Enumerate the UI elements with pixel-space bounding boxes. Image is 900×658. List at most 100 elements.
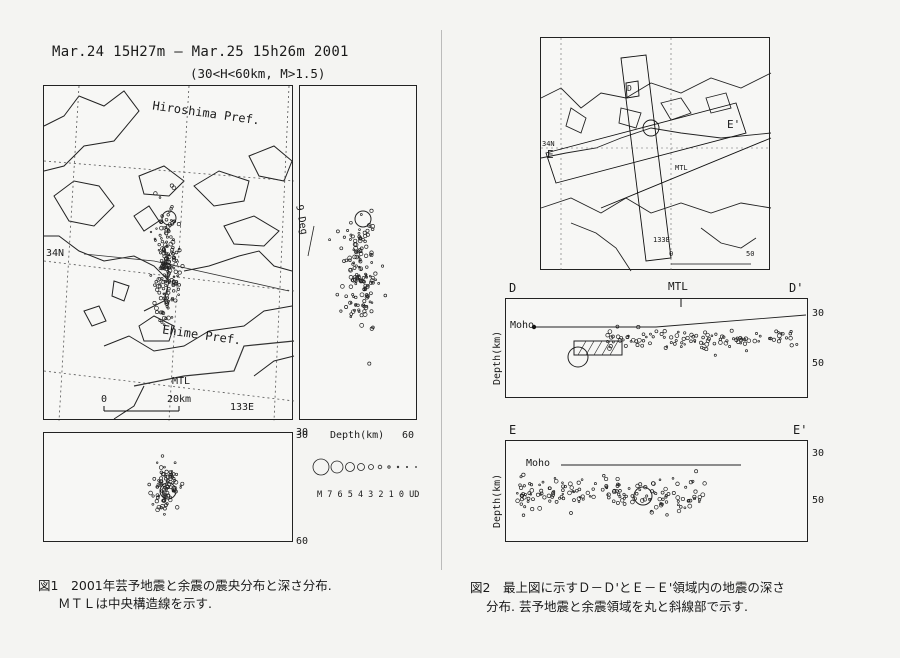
event-marker bbox=[693, 489, 698, 494]
event-marker bbox=[179, 486, 182, 489]
event-marker bbox=[698, 498, 702, 502]
event-marker bbox=[789, 343, 794, 348]
event-marker bbox=[169, 183, 174, 188]
event-marker bbox=[519, 485, 524, 490]
event-marker bbox=[169, 207, 173, 211]
event-marker bbox=[681, 336, 686, 341]
event-marker bbox=[173, 256, 176, 259]
ee-tick-30: 30 bbox=[812, 448, 825, 459]
event-marker bbox=[377, 282, 381, 285]
event-marker bbox=[778, 337, 782, 341]
event-marker bbox=[538, 483, 541, 487]
event-marker bbox=[351, 309, 356, 314]
ee-label-left: E bbox=[509, 423, 517, 437]
event-marker bbox=[348, 275, 354, 280]
event-marker bbox=[170, 247, 175, 252]
event-marker bbox=[363, 239, 367, 244]
magnitude-legend-label: M 7 6 5 4 3 2 1 0 UD bbox=[317, 490, 420, 500]
map-scale-end: 50 bbox=[746, 250, 755, 258]
event-marker bbox=[699, 340, 703, 345]
event-marker bbox=[689, 339, 693, 344]
event-marker bbox=[166, 479, 170, 483]
event-marker bbox=[165, 275, 168, 279]
event-marker bbox=[354, 264, 358, 268]
event-marker bbox=[669, 341, 673, 345]
event-marker bbox=[348, 268, 353, 272]
event-marker bbox=[147, 482, 151, 487]
event-marker bbox=[180, 481, 185, 486]
event-marker bbox=[344, 305, 349, 309]
event-marker bbox=[688, 498, 693, 503]
event-marker bbox=[365, 265, 369, 269]
event-marker bbox=[672, 342, 677, 346]
event-marker bbox=[165, 490, 170, 495]
event-marker bbox=[698, 500, 701, 504]
event-marker bbox=[348, 284, 354, 289]
event-marker bbox=[171, 251, 175, 256]
event-marker bbox=[679, 345, 683, 348]
event-marker bbox=[155, 227, 158, 230]
event-marker bbox=[165, 235, 169, 239]
event-marker bbox=[561, 492, 564, 496]
event-marker bbox=[152, 477, 157, 481]
event-marker bbox=[519, 502, 523, 506]
event-marker bbox=[620, 498, 625, 503]
event-marker bbox=[163, 512, 166, 516]
event-marker bbox=[172, 289, 176, 293]
event-marker bbox=[164, 489, 168, 492]
event-marker bbox=[665, 513, 669, 517]
event-marker bbox=[691, 479, 695, 483]
event-marker bbox=[788, 336, 793, 341]
event-marker bbox=[615, 500, 620, 505]
event-marker bbox=[607, 329, 613, 334]
event-marker bbox=[344, 258, 349, 263]
event-marker bbox=[686, 499, 691, 503]
event-marker bbox=[366, 284, 370, 288]
event-marker bbox=[700, 492, 706, 498]
event-marker bbox=[352, 248, 356, 252]
event-marker bbox=[784, 336, 789, 340]
event-marker bbox=[720, 334, 725, 339]
event-marker bbox=[371, 325, 375, 330]
event-marker bbox=[354, 279, 358, 283]
event-marker bbox=[176, 274, 179, 277]
event-marker bbox=[666, 492, 671, 496]
event-marker bbox=[660, 502, 664, 506]
event-marker bbox=[354, 282, 358, 286]
event-marker bbox=[680, 341, 684, 345]
event-marker bbox=[645, 494, 649, 498]
event-marker bbox=[692, 494, 697, 499]
event-marker bbox=[173, 269, 178, 274]
event-marker bbox=[530, 507, 535, 512]
event-marker bbox=[359, 313, 364, 318]
event-marker bbox=[353, 238, 358, 243]
event-marker bbox=[641, 332, 646, 336]
event-marker bbox=[636, 325, 641, 330]
event-marker bbox=[168, 473, 173, 477]
label-mtl: MTL bbox=[172, 376, 191, 387]
event-marker bbox=[167, 222, 173, 227]
event-marker bbox=[541, 480, 545, 484]
fig1-epicenter-map: Hiroshima Pref. Ehime Pref. 34N MTL 0 20… bbox=[43, 85, 295, 422]
event-marker bbox=[168, 210, 171, 214]
side-axis-label: Depth(km) bbox=[330, 430, 385, 441]
event-marker bbox=[645, 335, 648, 339]
dd-tick-30: 30 bbox=[812, 308, 825, 319]
event-marker bbox=[354, 250, 358, 254]
event-marker bbox=[606, 340, 609, 343]
event-marker bbox=[567, 481, 573, 487]
event-marker bbox=[354, 249, 359, 255]
event-marker bbox=[612, 488, 617, 493]
event-marker bbox=[569, 511, 573, 515]
event-marker bbox=[368, 274, 372, 278]
event-marker bbox=[158, 282, 162, 286]
event-marker bbox=[149, 230, 153, 234]
event-marker bbox=[161, 247, 167, 253]
event-marker bbox=[647, 498, 651, 501]
event-marker bbox=[368, 224, 372, 228]
event-marker bbox=[374, 278, 377, 281]
event-marker bbox=[340, 284, 345, 289]
event-marker bbox=[703, 330, 708, 335]
event-marker bbox=[781, 331, 785, 336]
event-marker bbox=[519, 475, 523, 479]
